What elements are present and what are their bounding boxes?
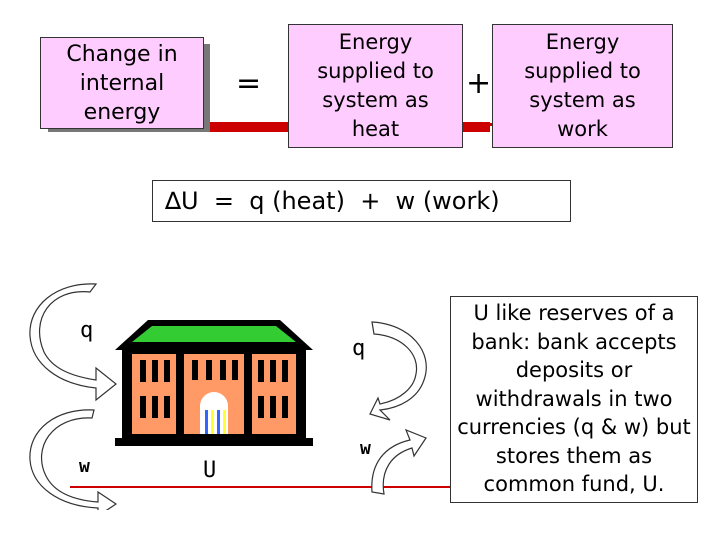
plus-sign: + (466, 66, 492, 101)
bank-analogy-note: U like reserves of a bank: bank accepts … (450, 296, 698, 503)
internal-energy-text: Change in internal energy (66, 41, 178, 125)
work-energy-box: Energy supplied to system as work (492, 24, 673, 148)
bank-diagram (29, 283, 427, 510)
q-in-label: q (80, 318, 94, 343)
w-in-label: w (79, 456, 90, 477)
heat-energy-box: Energy supplied to system as heat (288, 24, 463, 148)
internal-energy-box: Change in internal energy (40, 37, 204, 129)
equals-sign: = (236, 66, 262, 101)
heat-energy-text: Energy supplied to system as heat (317, 30, 434, 141)
w-out-label: w (360, 438, 371, 459)
first-law-equation: ∆U = q (heat) + w (work) (152, 180, 571, 222)
w-out-arrow-icon (371, 428, 427, 495)
work-energy-text: Energy supplied to system as work (524, 30, 641, 141)
q-out-label: q (352, 336, 366, 361)
u-label: U (203, 458, 217, 483)
q-out-arrow-icon (369, 321, 427, 421)
bank-building-icon (115, 320, 313, 446)
w-in-arrow-icon (29, 409, 118, 510)
divider-rule-bottom (70, 486, 670, 488)
q-in-arrow-icon (29, 283, 117, 402)
